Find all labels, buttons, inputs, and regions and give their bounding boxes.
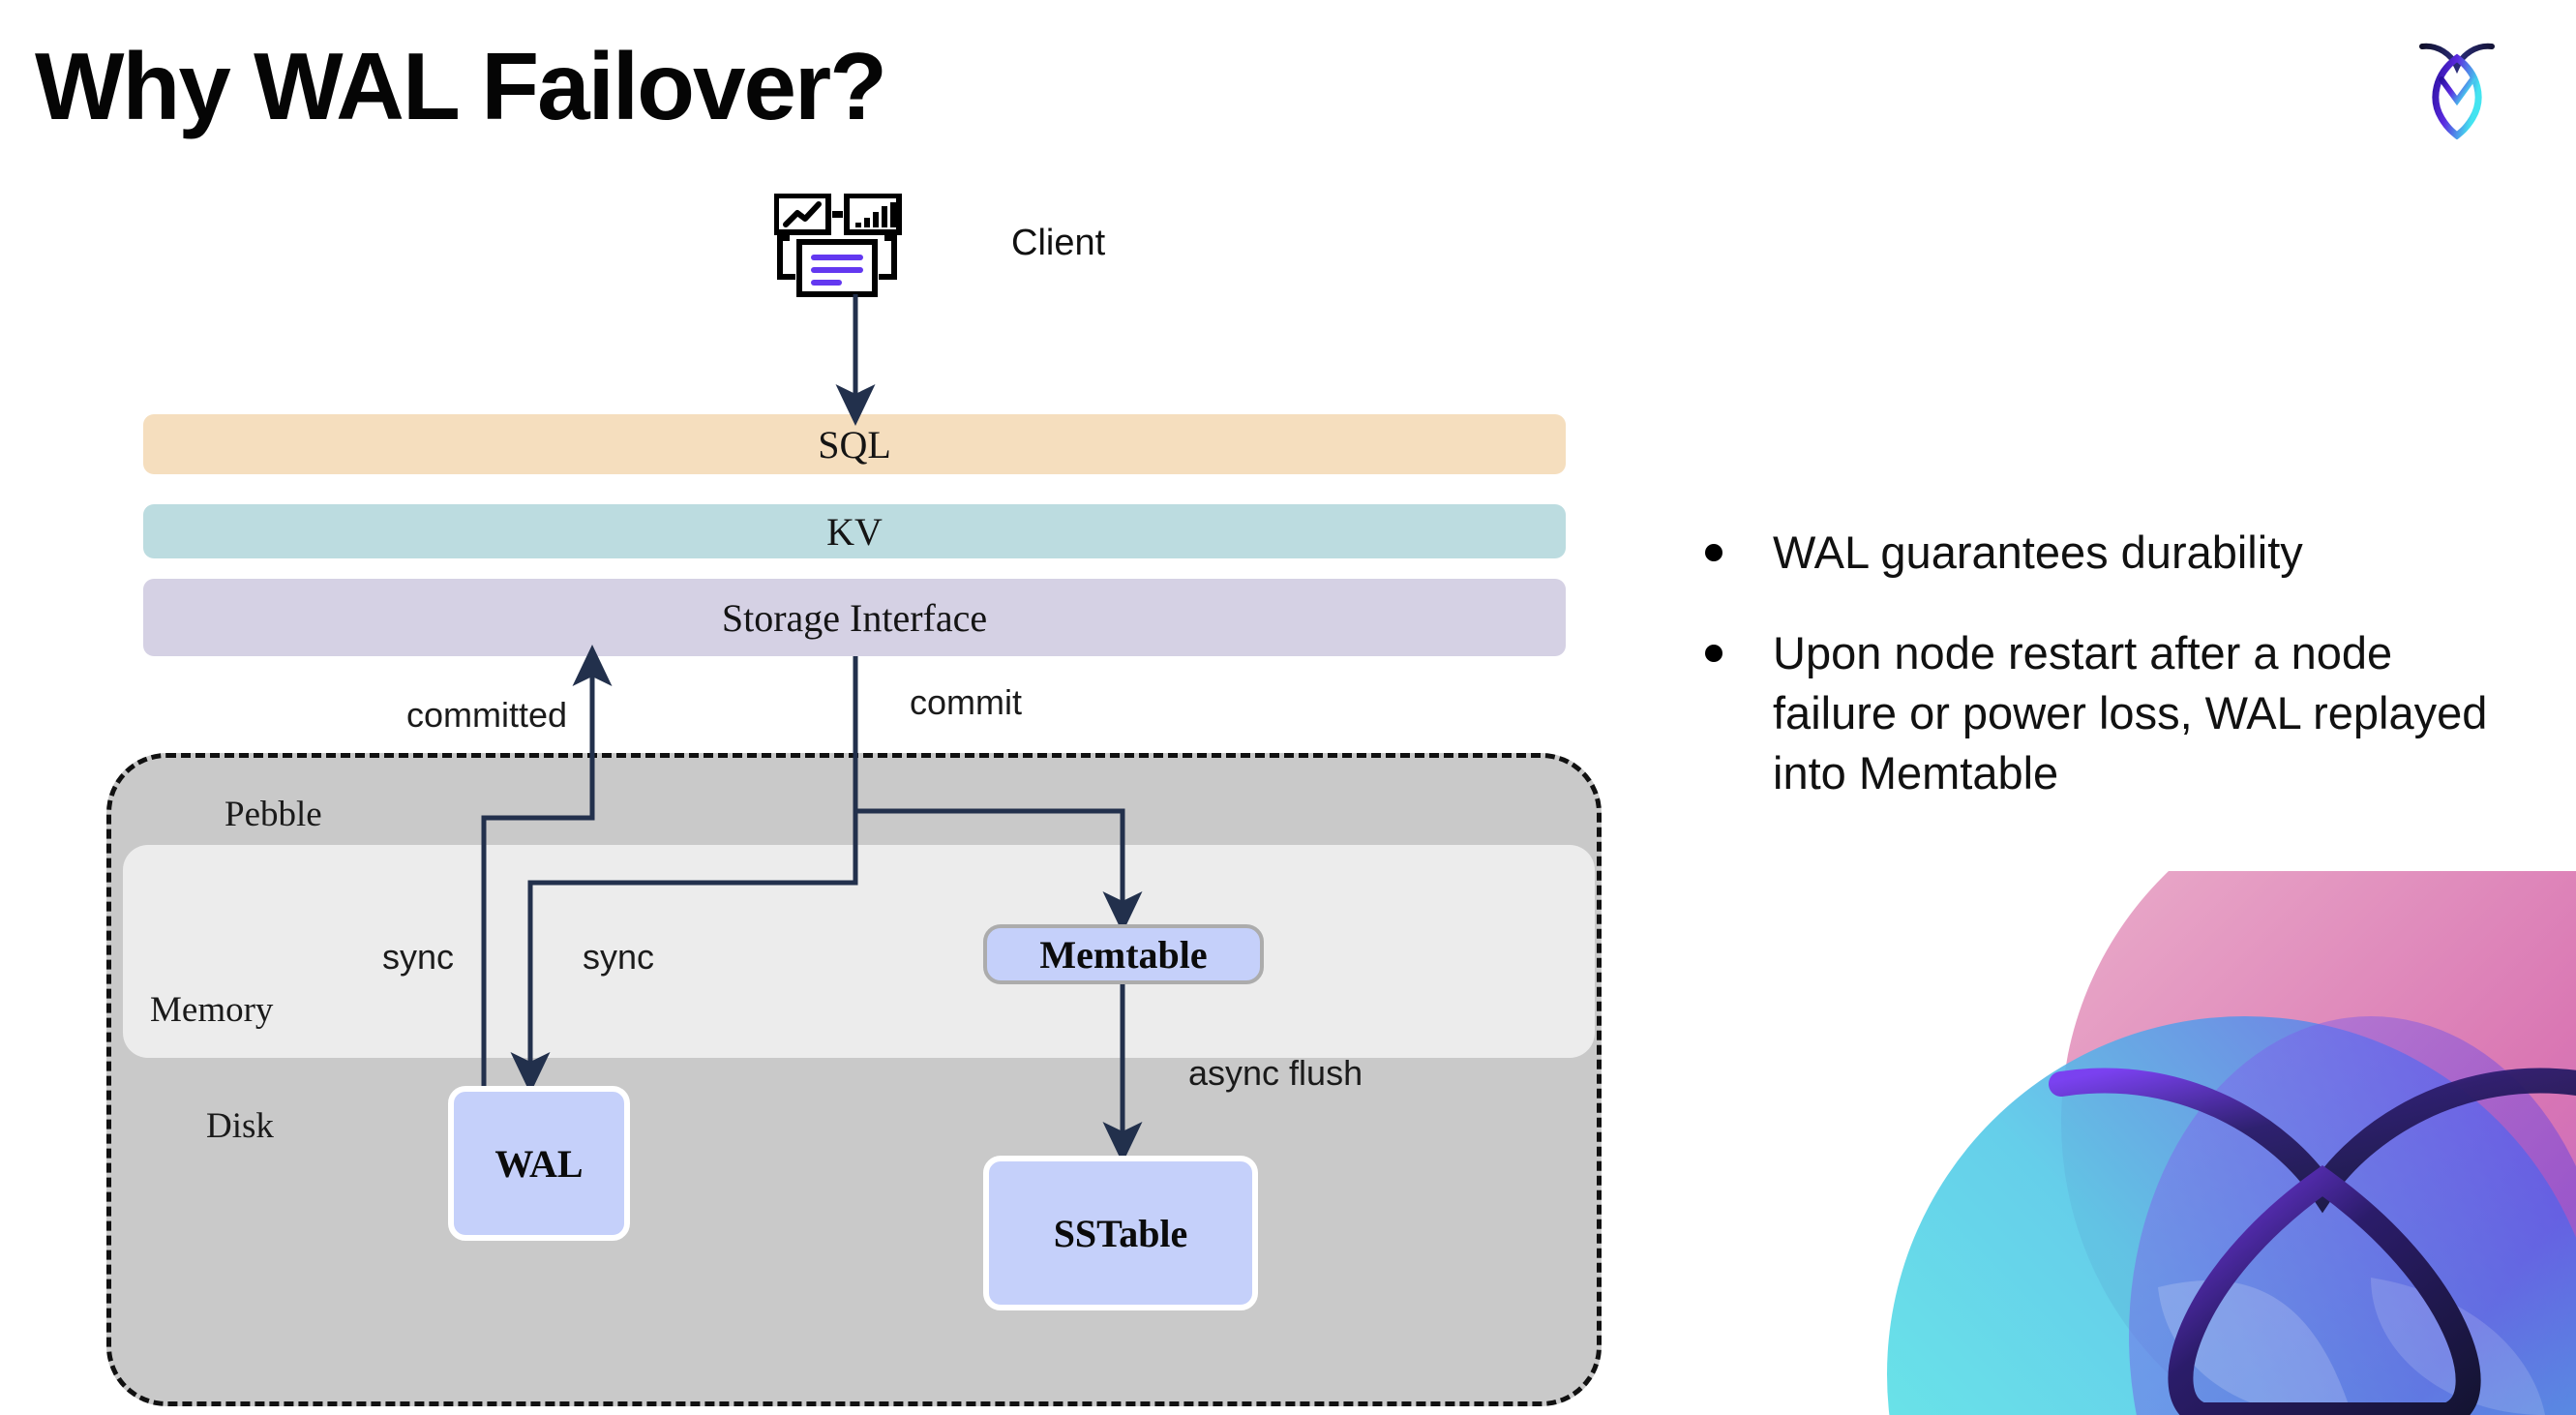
layer-bar-sql: SQL [143,414,1566,474]
client-label: Client [1011,223,1106,263]
edge-label-sync-2: sync [583,937,655,977]
pebble-container [106,753,1602,1406]
disk-label: Disk [206,1106,274,1146]
edge-label-commit: commit [910,682,1022,722]
node-sstable: SSTable [983,1156,1258,1310]
memory-label: Memory [150,990,274,1030]
pebble-label: Pebble [225,795,322,834]
bullet-dot-icon [1705,544,1722,561]
edge-label-committed: committed [406,695,568,735]
node-label-sstable: SSTable [1053,1211,1188,1255]
bullet-text: WAL guarantees durability [1773,527,2303,578]
page-title: Why WAL Failover? [35,33,887,139]
layer-bar-storage: Storage Interface [143,579,1566,656]
memory-region [123,845,1595,1058]
node-label-memtable: Memtable [1039,932,1208,977]
decorative-corner-artwork [1868,871,2576,1415]
client-dashboard-icon [773,193,929,300]
node-wal: WAL [448,1086,630,1241]
cockroachdb-logo-icon [2416,35,2498,140]
list-item: Upon node restart after a node failure o… [1705,623,2508,803]
layer-bar-kv: KV [143,504,1566,558]
layer-label-kv: KV [826,509,883,554]
node-label-wal: WAL [494,1141,584,1186]
bullet-list: WAL guarantees durability Upon node rest… [1705,523,2508,844]
layer-label-storage-interface: Storage Interface [721,595,988,640]
bullet-dot-icon [1705,645,1722,663]
edge-label-sync-1: sync [382,937,455,977]
list-item: WAL guarantees durability [1705,523,2508,583]
bullet-text: Upon node restart after a node failure o… [1773,627,2488,799]
edge-label-async-flush: async flush [1188,1053,1363,1093]
node-memtable: Memtable [983,924,1264,984]
layer-label-sql: SQL [818,422,891,467]
